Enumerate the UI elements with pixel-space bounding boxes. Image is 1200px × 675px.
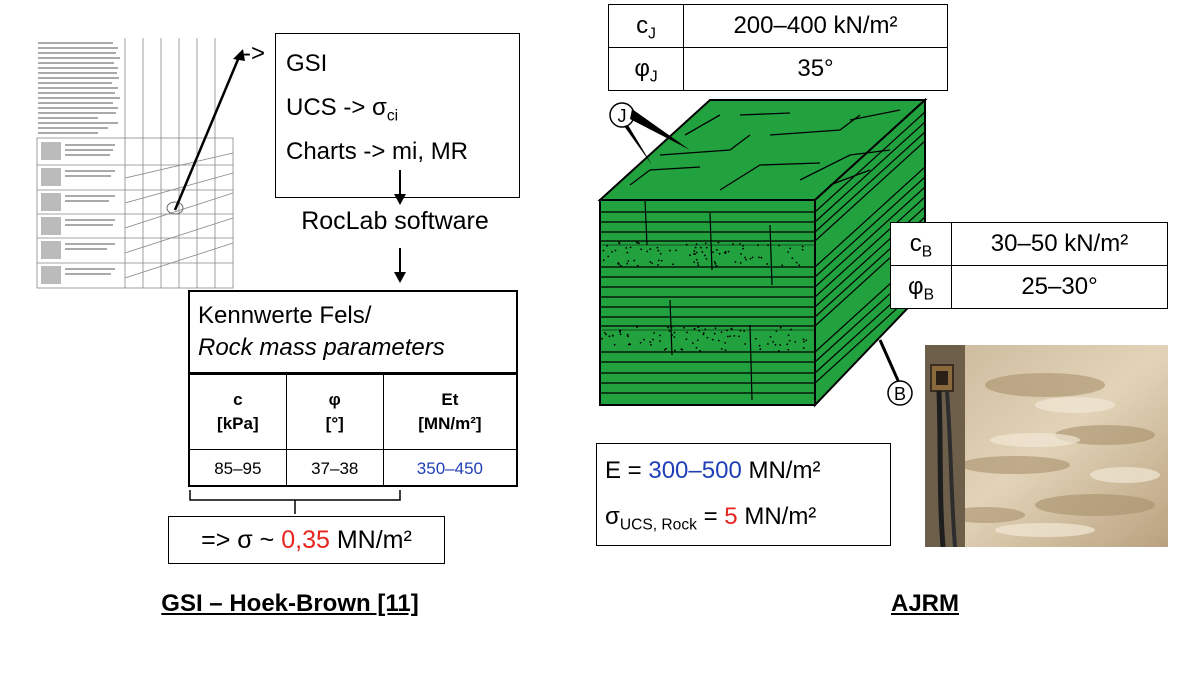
band-c-value: 30–50 kN/m² [951, 222, 1168, 266]
joint-phi-value: 35° [683, 47, 948, 91]
value-phi: 37–38 [285, 449, 384, 487]
value-et: 350–450 [382, 449, 516, 487]
band-phi-value: 25–30° [951, 265, 1168, 309]
joint-phi-symbol: φJ [608, 47, 684, 91]
gsi-arrow [173, 49, 245, 211]
e-modulus-line: E = 300–500 MN/m² [605, 457, 821, 484]
header-c: c[kPa] [190, 374, 287, 450]
flow-line-ucs: UCS -> σci [286, 94, 399, 125]
joint-c-value: 200–400 kN/m² [683, 4, 948, 48]
down-arrow-2 [394, 248, 406, 283]
rock-mass-parameters-box: Kennwerte Fels/ Rock mass parameters c[k… [188, 290, 518, 487]
input-flow-box: GSI UCS -> σci Charts -> mi, MR [275, 33, 520, 198]
params-table: c[kPa] φ[°] Et[MN/m²] 85–95 37–38 350–45… [190, 374, 516, 487]
band-label: B [894, 384, 906, 404]
flow-arrow-label: -> [243, 40, 266, 67]
roclab-software-label: RocLab software [301, 207, 489, 235]
down-arrow-1 [394, 170, 406, 205]
bracket [189, 490, 401, 514]
gsi-caption: GSI – Hoek-Brown [11] [161, 590, 419, 617]
sigma-result-box: => σ ~ 0,35 MN/m² [168, 516, 445, 564]
band-c-symbol: cB [890, 222, 952, 266]
modulus-box: E = 300–500 MN/m² σUCS, Rock = 5 MN/m² [596, 443, 891, 546]
params-title: Kennwerte Fels/ Rock mass parameters [190, 292, 516, 374]
gsi-chart-thumbnail [35, 38, 235, 290]
header-et: Et[MN/m²] [382, 374, 516, 450]
joint-c-symbol: cJ [608, 4, 684, 48]
ucs-line: σUCS, Rock = 5 MN/m² [605, 503, 817, 534]
flow-line-gsi: GSI [286, 50, 328, 77]
band-phi-symbol: φB [890, 265, 952, 309]
rock-face-photo [925, 345, 1168, 547]
header-phi: φ[°] [285, 374, 384, 450]
value-c: 85–95 [190, 449, 287, 487]
joint-label: J [618, 106, 627, 126]
flow-line-charts: Charts -> mi, MR [286, 138, 469, 165]
joint-parameters-table: cJ 200–400 kN/m² φJ 35° [608, 4, 948, 91]
band-parameters-table: cB 30–50 kN/m² φB 25–30° [890, 222, 1168, 309]
rock-block-diagram: J B [597, 97, 928, 408]
ajrm-caption: AJRM [890, 590, 959, 617]
